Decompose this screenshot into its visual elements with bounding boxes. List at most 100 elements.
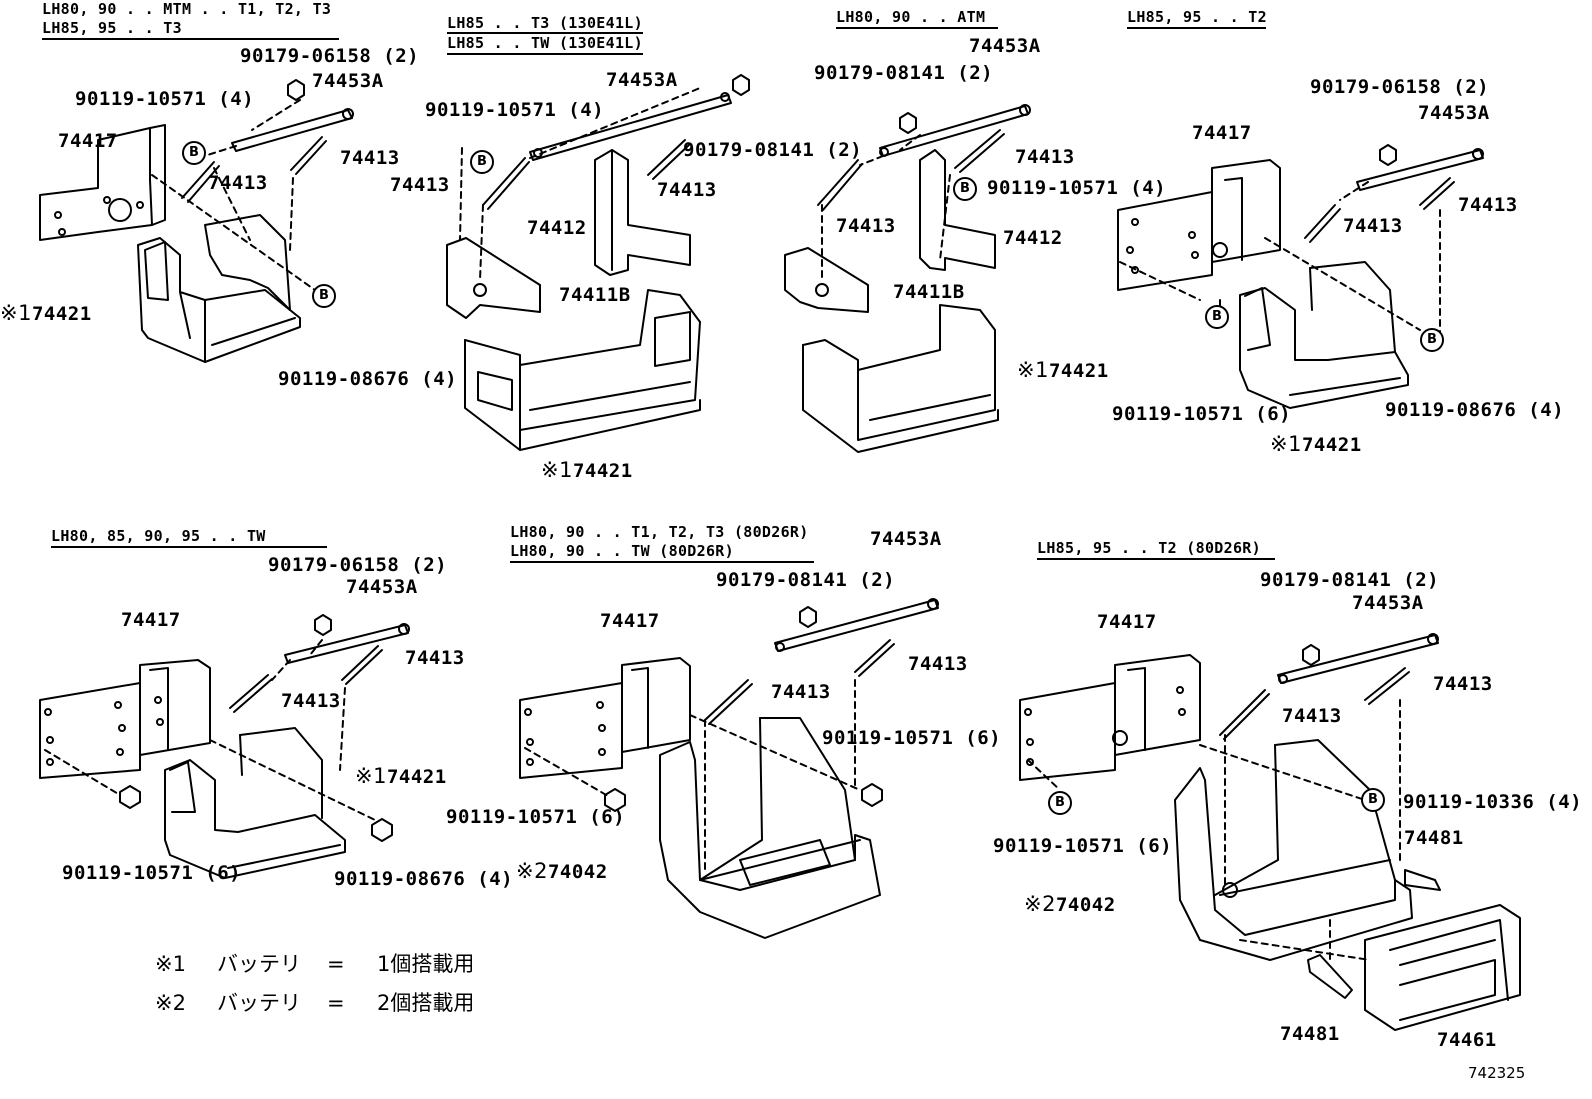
- g7-74413-right: 74413: [1433, 673, 1493, 695]
- bolt-b-icon: B: [1205, 305, 1229, 329]
- group2-drawing: [446, 74, 750, 451]
- group4-drawing: [1117, 144, 1484, 409]
- g5-bolt-08676: 90119-08676 (4): [334, 868, 514, 890]
- g6-74453A: 74453A: [870, 528, 942, 550]
- g4-74413-left: 74413: [1343, 215, 1403, 237]
- g2-74411B: 74411B: [559, 284, 631, 306]
- g5-bolt-10571: 90119-10571 (6): [62, 862, 242, 884]
- g6-74042: ※274042: [516, 861, 608, 882]
- g3-74421: ※174421: [1017, 360, 1109, 381]
- g4-bolt-08676: 90119-08676 (4): [1385, 399, 1565, 421]
- mark-1: ※1: [541, 458, 573, 482]
- g2-bolt-10571: 90119-10571 (4): [425, 99, 605, 121]
- group1-header-2: LH85, 95 . . T3: [42, 19, 339, 41]
- g2-74413-left: 74413: [390, 174, 450, 196]
- group1-header-1: LH80, 90 . . MTM . . T1, T2, T3: [42, 0, 332, 18]
- g1-bolt-10571: 90119-10571 (4): [75, 88, 255, 110]
- bolt-b-icon: B: [1420, 328, 1444, 352]
- note-1: ※1 バッテリ = 1個搭載用: [155, 948, 474, 978]
- g6-bolt-08141: 90179-08141 (2): [716, 569, 896, 591]
- mark-1: ※1: [1017, 358, 1049, 382]
- g1-74417: 74417: [58, 130, 118, 152]
- part-number: 74421: [1048, 360, 1109, 382]
- g4-74413-right: 74413: [1458, 194, 1518, 216]
- group2-header-1: LH85 . . T3 (130E41L): [447, 14, 643, 35]
- group7-drawing: [1019, 633, 1521, 1031]
- g4-bolt-06158: 90179-06158 (2): [1310, 76, 1490, 98]
- g2-74453A: 74453A: [606, 69, 678, 91]
- bolt-b-icon: B: [470, 150, 494, 174]
- g7-74481-upper: 74481: [1404, 827, 1464, 849]
- g3-74453A: 74453A: [969, 35, 1041, 57]
- g2-74412: 74412: [527, 217, 587, 239]
- g3-74412: 74412: [1003, 227, 1063, 249]
- g1-74413-right: 74413: [340, 147, 400, 169]
- mark-2: ※2: [1024, 892, 1056, 916]
- g5-74421: ※174421: [355, 766, 447, 787]
- g6-74413-right: 74413: [908, 653, 968, 675]
- g7-74481-lower: 74481: [1280, 1023, 1340, 1045]
- part-number: 74042: [1055, 894, 1116, 916]
- part-number: 74421: [572, 460, 633, 482]
- g5-74413-right: 74413: [405, 647, 465, 669]
- g1-bolt-06158: 90179-06158 (2): [240, 45, 420, 67]
- g6-bolt-10571-left: 90119-10571 (6): [446, 806, 626, 828]
- note-value: 1個搭載用: [377, 952, 475, 976]
- g3-74413-right: 74413: [1015, 146, 1075, 168]
- g6-74417: 74417: [600, 610, 660, 632]
- note-mark: ※2: [155, 991, 186, 1015]
- g5-74417: 74417: [121, 609, 181, 631]
- note-mark: ※1: [155, 952, 186, 976]
- g1-74453A: 74453A: [312, 70, 384, 92]
- group6-drawing: [519, 598, 939, 939]
- g4-74421: ※174421: [1270, 434, 1362, 455]
- part-number: 74421: [386, 766, 447, 788]
- g5-74453A: 74453A: [346, 576, 418, 598]
- group5-header: LH80, 85, 90, 95 . . TW: [51, 527, 327, 549]
- bolt-b-icon: B: [1361, 788, 1385, 812]
- mark-1: ※1: [0, 301, 32, 325]
- g2-74421: ※174421: [541, 460, 633, 481]
- mark-1: ※1: [355, 764, 387, 788]
- g4-74453A: 74453A: [1418, 102, 1490, 124]
- g7-74417: 74417: [1097, 611, 1157, 633]
- group5-drawing: [39, 614, 410, 879]
- g1-bolt-08676: 90119-08676 (4): [278, 368, 458, 390]
- mark-1: ※1: [1270, 432, 1302, 456]
- group3-drawing: [784, 104, 1031, 453]
- part-number: 74421: [31, 303, 92, 325]
- group3-header: LH80, 90 . . ATM: [836, 8, 998, 30]
- note-value: 2個搭載用: [377, 991, 475, 1015]
- g7-74453A: 74453A: [1352, 592, 1424, 614]
- group2-header-2: LH85 . . TW (130E41L): [447, 34, 643, 56]
- g6-bolt-10571-right: 90119-10571 (6): [822, 727, 1002, 749]
- g2-74413-right: 74413: [657, 179, 717, 201]
- g1-74421: ※174421: [0, 303, 92, 324]
- g3-74413-left: 74413: [836, 215, 896, 237]
- bolt-b-icon: B: [1048, 791, 1072, 815]
- note-eq: =: [327, 991, 345, 1015]
- mark-2: ※2: [516, 859, 548, 883]
- group7-header: LH85, 95 . . T2 (80D26R): [1037, 539, 1275, 561]
- g4-74417: 74417: [1192, 122, 1252, 144]
- g3-bolt-10571: 90119-10571 (4): [987, 177, 1167, 199]
- bolt-b-icon: B: [182, 141, 206, 165]
- group6-header-2: LH80, 90 . . TW (80D26R): [510, 542, 814, 564]
- note-eq: =: [327, 952, 345, 976]
- g7-bolt-08141: 90179-08141 (2): [1260, 569, 1440, 591]
- catalog-number: 742325: [1468, 1064, 1526, 1082]
- g5-74413-left: 74413: [281, 690, 341, 712]
- g4-bolt-10571: 90119-10571 (6): [1112, 403, 1292, 425]
- g1-74413-left: 74413: [208, 172, 268, 194]
- bolt-b-icon: B: [312, 284, 336, 308]
- g3-bolt-08141: 90179-08141 (2): [814, 62, 994, 84]
- group1-drawing: [39, 79, 354, 363]
- g7-74042: ※274042: [1024, 894, 1116, 915]
- group4-header: LH85, 95 . . T2: [1127, 8, 1267, 30]
- g7-bolt-10571: 90119-10571 (6): [993, 835, 1173, 857]
- group6-header-1: LH80, 90 . . T1, T2, T3 (80D26R): [510, 523, 809, 541]
- note-label: バッテリ: [217, 952, 301, 976]
- g7-74413-left: 74413: [1282, 705, 1342, 727]
